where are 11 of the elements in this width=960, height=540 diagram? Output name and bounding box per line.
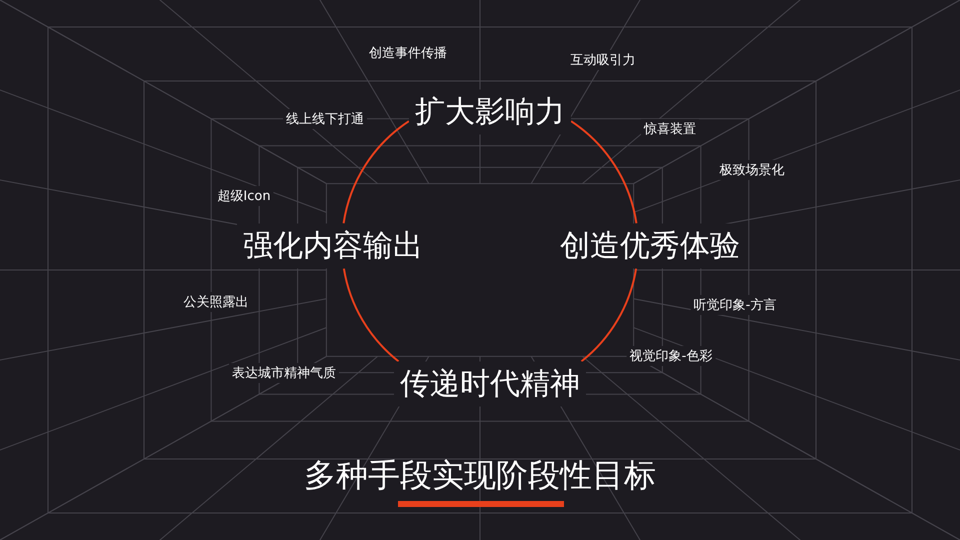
tactic-label: 极致场景化 [716, 160, 788, 180]
tactic-label: 视觉印象-色彩 [626, 346, 716, 366]
tactic-label: 线上线下打通 [283, 109, 367, 129]
title: 多种手段实现阶段性目标 [304, 455, 656, 496]
circle-arc [342, 120, 410, 224]
circle-arc [342, 268, 400, 362]
goal-text: 扩大影响力 [409, 90, 571, 134]
goal-text: 传递时代精神 [394, 362, 586, 406]
circle-arc [570, 120, 638, 224]
circle-arc [580, 268, 638, 362]
tactic-label: 表达城市精神气质 [229, 363, 339, 383]
